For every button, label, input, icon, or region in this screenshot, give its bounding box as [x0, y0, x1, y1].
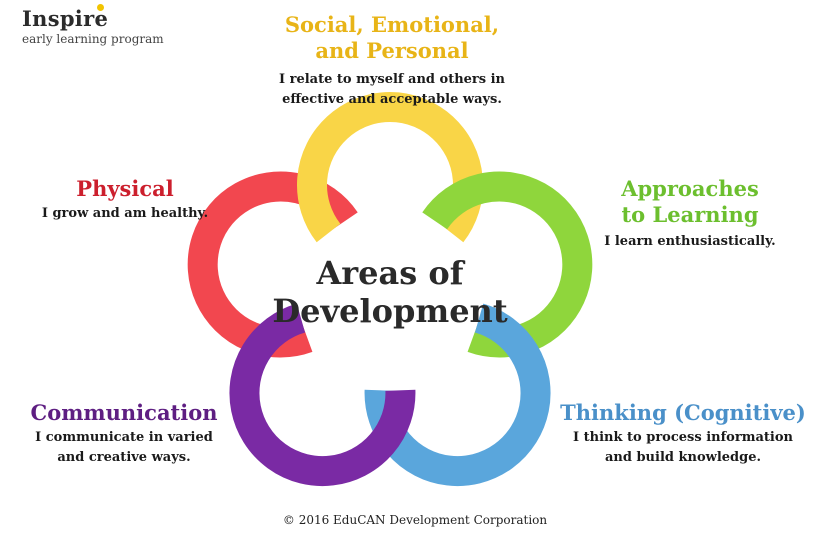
area-title-line: to Learning: [621, 202, 759, 227]
ring-communication: [229, 303, 416, 487]
area-title-line: Approaches: [621, 176, 759, 201]
area-social-emotional-desc: I relate to myself and others in effecti…: [232, 70, 552, 110]
area-approaches-learning-title: Approaches to Learning: [580, 176, 800, 228]
area-communication-desc: I communicate in varied and creative way…: [18, 428, 230, 468]
center-title: Areas of Development: [240, 254, 540, 330]
area-desc-line: and build knowledge.: [604, 450, 762, 465]
copyright: © 2016 EduCAN Development Corporation: [282, 513, 548, 527]
area-title-line: Communication: [30, 400, 218, 425]
area-title-line: Physical: [76, 176, 174, 201]
area-title-line: Social, Emotional,: [284, 12, 500, 37]
area-desc-line: effective and acceptable ways.: [282, 92, 502, 107]
area-desc-line: I relate to myself and others in: [278, 72, 506, 87]
area-social-emotional-title: Social, Emotional, and Personal: [232, 12, 552, 64]
brand-name: Inspire: [22, 6, 109, 31]
area-communication-title: Communication: [18, 400, 230, 426]
area-approaches-learning: Approaches to Learning I learn enthusias…: [580, 176, 800, 252]
area-desc-line: I grow and am healthy.: [41, 206, 209, 221]
area-thinking-cognitive-desc: I think to process information and build…: [548, 428, 818, 468]
area-title-line: and Personal: [315, 38, 469, 63]
center-title-line-1: Areas of: [316, 254, 464, 292]
brand-tagline: early learning program: [22, 32, 164, 46]
lightbulb-icon: [97, 4, 104, 11]
area-desc-line: and creative ways.: [57, 450, 191, 465]
area-desc-line: I think to process information: [573, 430, 793, 445]
area-title-line: Thinking (Cognitive): [560, 400, 806, 425]
area-social-emotional: Social, Emotional, and Personal I relate…: [232, 12, 552, 110]
area-communication: Communication I communicate in varied an…: [18, 400, 230, 468]
area-physical-title: Physical: [30, 176, 220, 202]
area-desc-line: I learn enthusiastically.: [604, 234, 776, 249]
center-title-line-2: Development: [272, 292, 508, 330]
area-approaches-learning-desc: I learn enthusiastically.: [580, 232, 800, 252]
area-physical: Physical I grow and am healthy.: [30, 176, 220, 224]
area-thinking-cognitive: Thinking (Cognitive) I think to process …: [548, 400, 818, 468]
area-physical-desc: I grow and am healthy.: [30, 204, 220, 224]
area-thinking-cognitive-title: Thinking (Cognitive): [548, 400, 818, 426]
area-desc-line: I communicate in varied: [35, 430, 213, 445]
